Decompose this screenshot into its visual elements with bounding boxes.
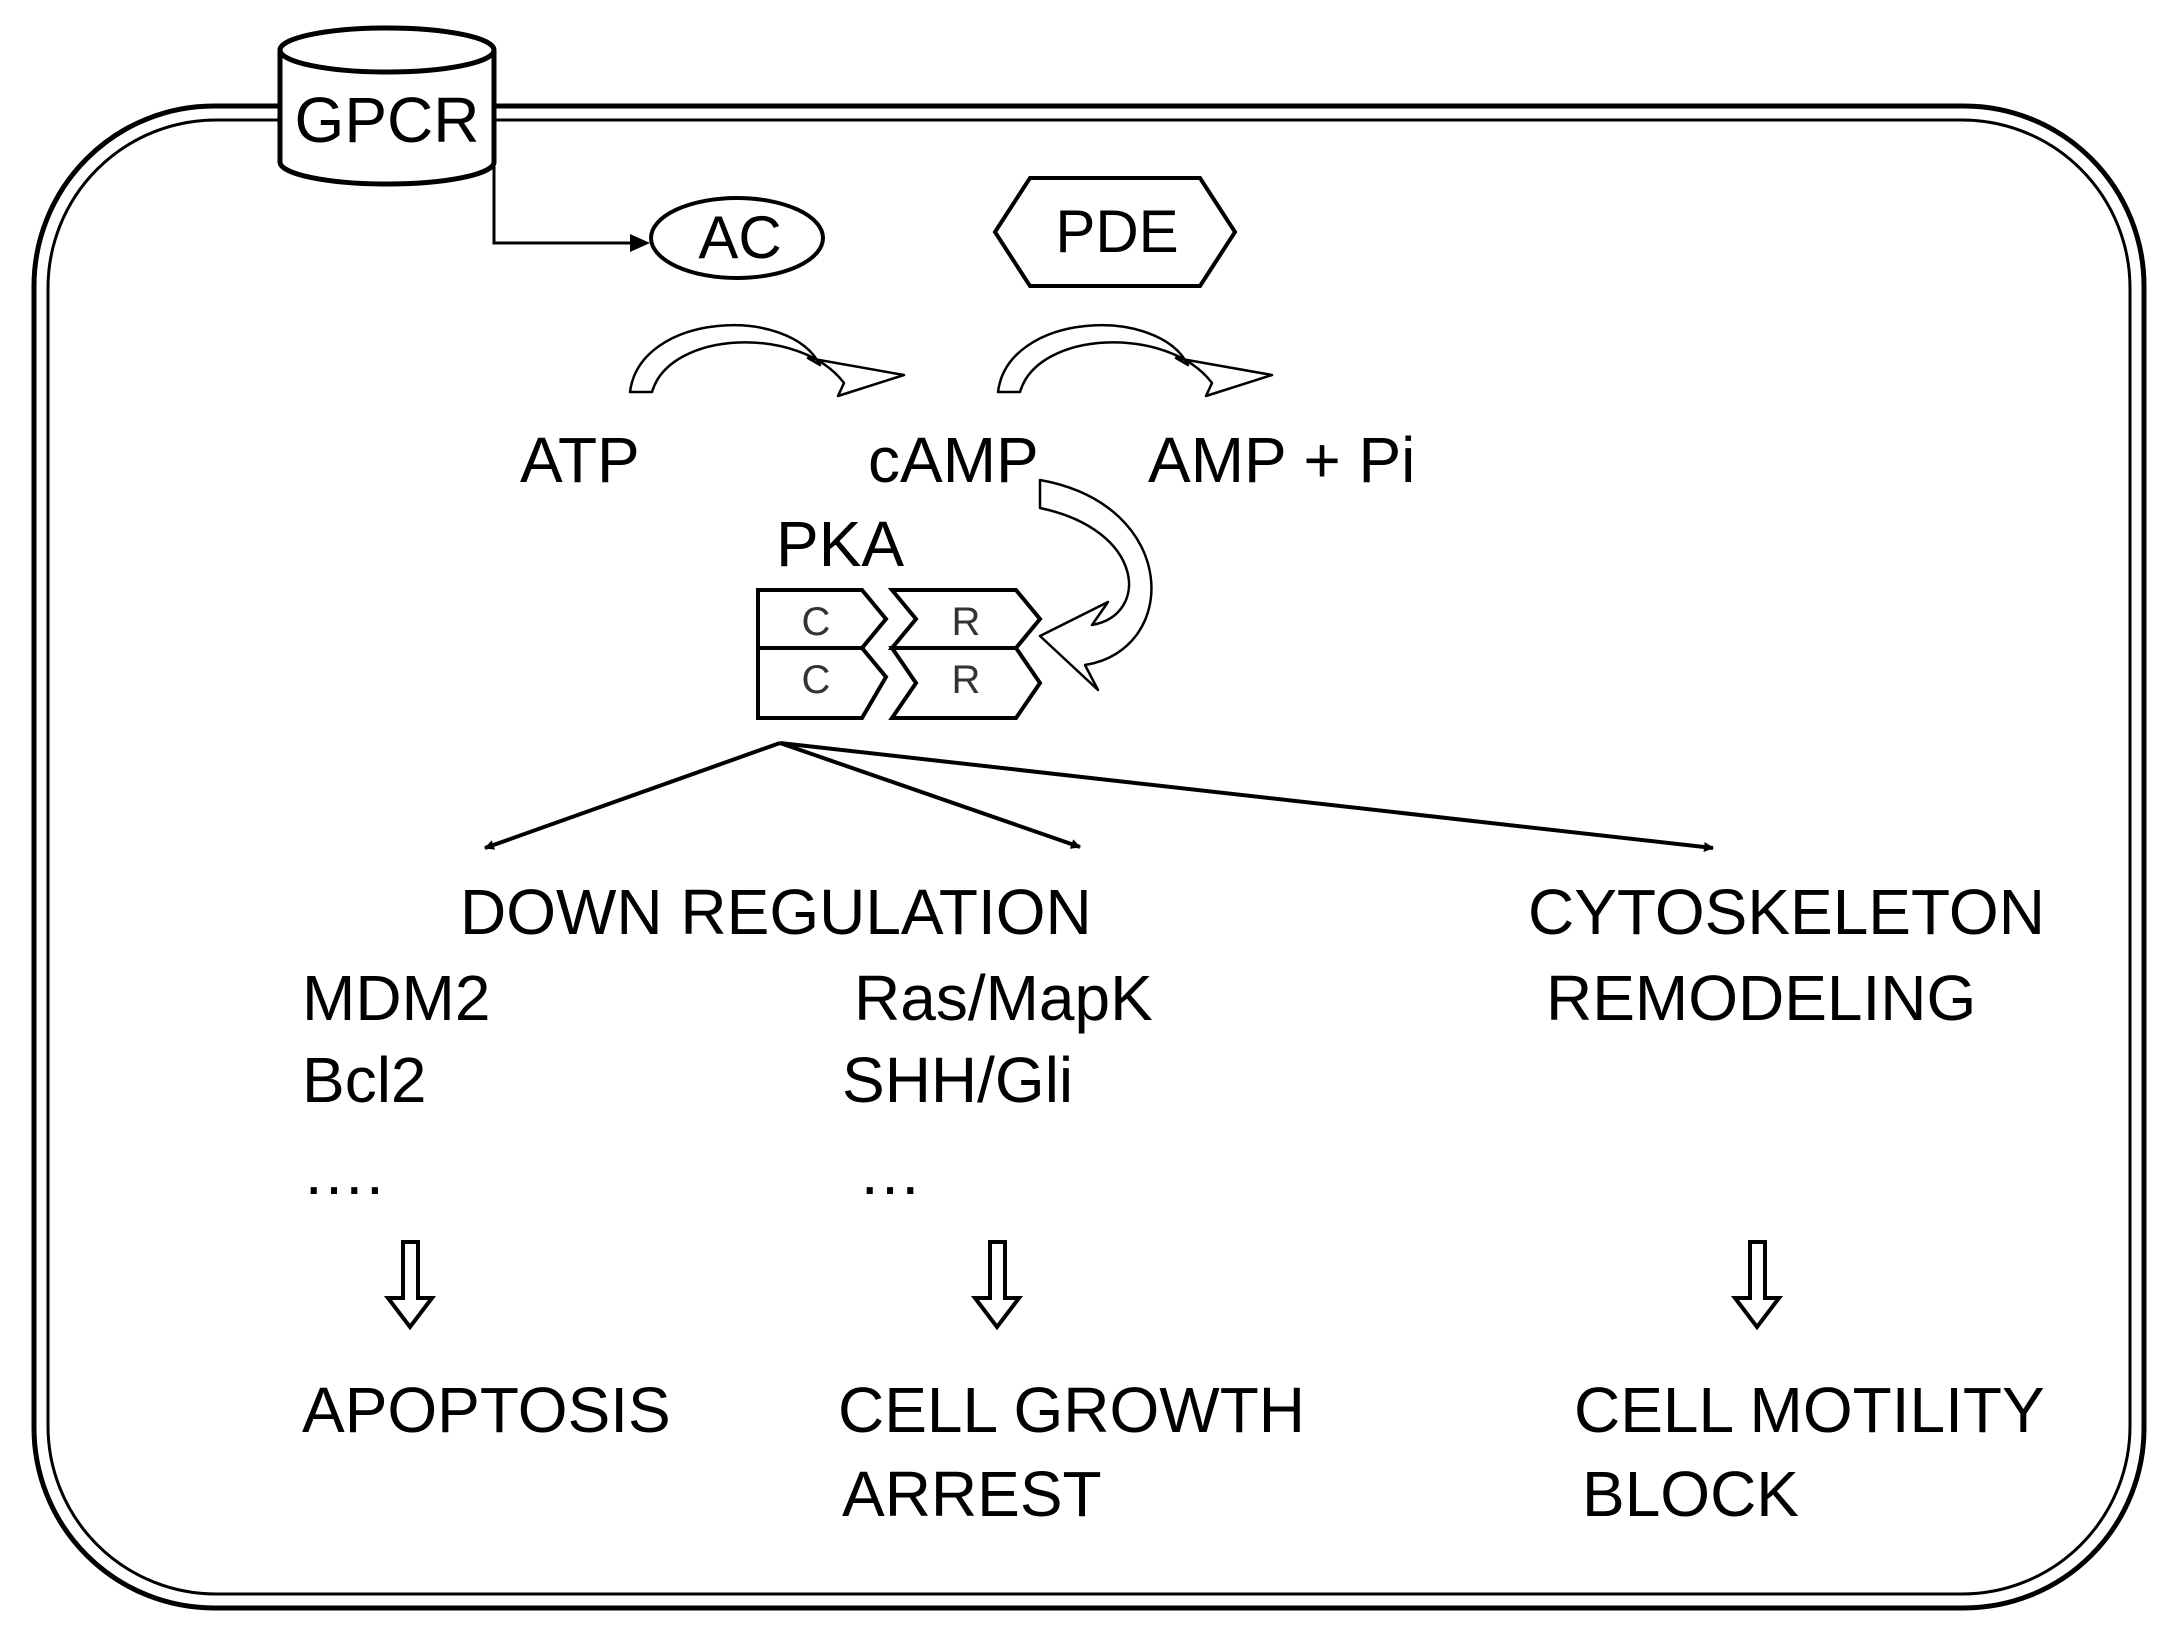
outcome-growth-line-1: CELL GROWTH (838, 1374, 1305, 1446)
target-ras-mapk: Ras/MapK (854, 962, 1153, 1034)
camp-label: cAMP (868, 424, 1039, 496)
atp-label: ATP (520, 424, 640, 496)
pde-label: PDE (1055, 198, 1179, 265)
cell-membrane (31, 103, 2147, 1611)
outcome-apoptosis: APOPTOSIS (302, 1374, 671, 1446)
pka-r-top-label: R (951, 600, 981, 644)
target-bcl2: Bcl2 (302, 1044, 427, 1116)
pka-r-bottom-shape (888, 646, 1043, 720)
pde-enzyme-shape (992, 176, 1238, 288)
pka-r-bottom-label: R (951, 658, 981, 702)
cytoskeleton-line-1: CYTOSKELETON (1528, 876, 2045, 948)
target-shh-gli: SHH/Gli (842, 1044, 1074, 1116)
arrow-to-right-targets (779, 741, 1081, 849)
target-left-ellipsis: …. (302, 1136, 384, 1208)
gpcr-receptor-shape (277, 25, 497, 187)
outcome-growth-line-2: ARREST (842, 1458, 1102, 1530)
ac-label: AC (698, 204, 782, 271)
target-right-ellipsis: … (858, 1136, 922, 1208)
cytoskeleton-line-2: REMODELING (1546, 962, 1977, 1034)
down-arrow-apoptosis (383, 1240, 437, 1331)
ac-enzyme-shape (649, 196, 825, 280)
camp-to-amp-arrow (996, 323, 1274, 398)
gpcr-label: GPCR (294, 84, 480, 156)
pka-c-top-shape (756, 588, 889, 650)
arrow-to-cytoskeleton (779, 741, 1714, 852)
pka-c-bottom-shape (756, 646, 889, 720)
down-arrow-growth (970, 1240, 1024, 1331)
arrow-to-left-targets (484, 741, 781, 850)
pka-effect-arrows (484, 741, 1714, 852)
outcome-motility-line-1: CELL MOTILITY (1574, 1374, 2045, 1446)
down-arrow-motility (1730, 1240, 1784, 1331)
pka-complex (756, 588, 1043, 720)
down-regulation-title: DOWN REGULATION (460, 876, 1092, 948)
amp-label: AMP + Pi (1148, 424, 1416, 496)
outcome-motility-line-2: BLOCK (1582, 1458, 1799, 1530)
pka-c-bottom-label: C (801, 658, 831, 702)
pka-label: PKA (776, 508, 905, 580)
atp-to-camp-arrow (628, 323, 906, 398)
target-mdm2: MDM2 (302, 962, 491, 1034)
camp-to-pka-arrow (1038, 478, 1153, 692)
pka-c-top-label: C (801, 600, 831, 644)
gpcr-to-ac-arrow (492, 162, 650, 252)
